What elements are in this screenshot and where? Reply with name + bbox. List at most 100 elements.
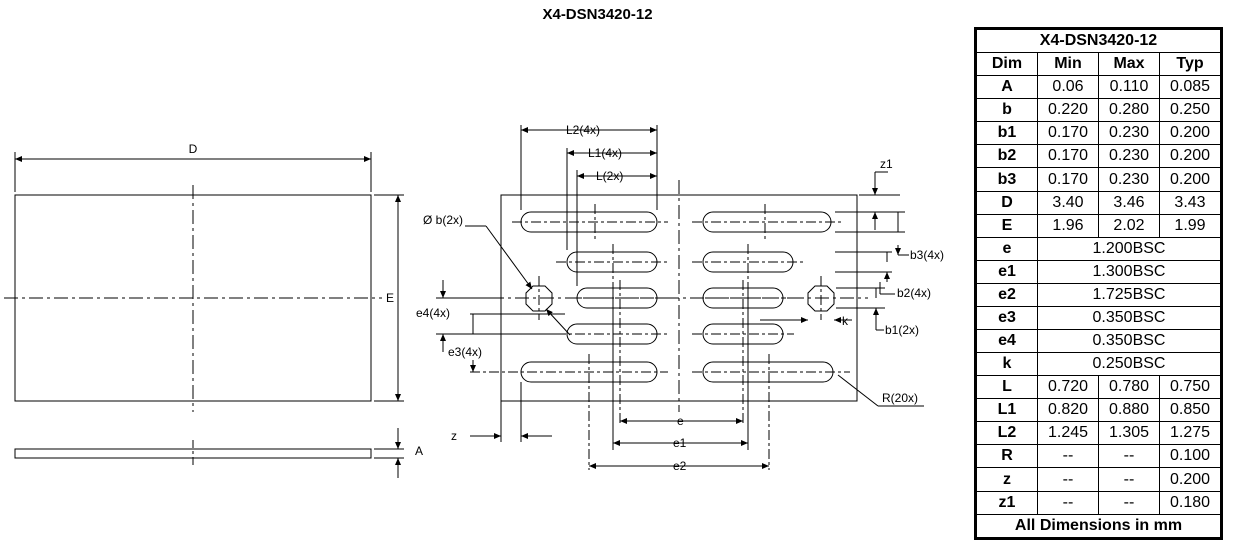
row-dim-cell: b	[976, 98, 1038, 123]
table-footer-row: All Dimensions in mm	[976, 513, 1221, 539]
side-view	[14, 428, 404, 478]
row-typ-cell: 0.750	[1159, 375, 1221, 400]
header-typ: Typ	[1159, 52, 1221, 77]
row-bsc-value-cell: 0.350BSC	[1037, 305, 1221, 331]
row-dim-cell: D	[976, 190, 1038, 215]
dim-k-label: k	[842, 314, 849, 328]
row-typ-cell: 0.085	[1159, 75, 1221, 100]
row-max-cell: 0.230	[1098, 121, 1160, 146]
table-title: X4-DSN3420-12	[976, 28, 1221, 54]
header-max: Max	[1098, 52, 1160, 77]
row-dim-cell: R	[976, 444, 1038, 469]
row-dim-cell: b1	[976, 121, 1038, 146]
row-bsc-value-cell: 0.350BSC	[1037, 329, 1221, 354]
dim-z-label: z	[451, 429, 457, 443]
row-dim-cell: b2	[976, 144, 1038, 169]
row-min-cell: 0.170	[1037, 144, 1099, 169]
dim-b2-label: b2(4x)	[897, 286, 931, 300]
dim-z1-label: z1	[880, 157, 893, 171]
row-bsc-value-cell: 0.250BSC	[1037, 352, 1221, 377]
row-typ-cell: 0.200	[1159, 167, 1221, 192]
row-max-cell: 0.880	[1098, 398, 1160, 423]
header-dim: Dim	[976, 52, 1038, 77]
dim-e4-label: e4(4x)	[416, 306, 450, 320]
round-pad-right	[807, 285, 835, 312]
row-min-cell: 0.720	[1037, 375, 1099, 400]
row-max-cell: 0.780	[1098, 375, 1160, 400]
header-min: Min	[1037, 52, 1099, 77]
row-max-cell: 0.230	[1098, 167, 1160, 192]
row-min-cell: --	[1037, 490, 1099, 515]
row-bsc-value-cell: 1.725BSC	[1037, 282, 1221, 307]
row-bsc-value-cell: 1.300BSC	[1037, 259, 1221, 284]
dim-b1-label: b1(2x)	[885, 323, 919, 337]
dim-diam-b-label: Ø b(2x)	[423, 213, 463, 227]
row-max-cell: 0.280	[1098, 98, 1160, 123]
row-dim-cell: L	[976, 375, 1038, 400]
dim-a-label: A	[415, 444, 423, 458]
row-max-cell: --	[1098, 467, 1160, 492]
row-max-cell: 1.305	[1098, 421, 1160, 446]
row-dim-cell: e3	[976, 305, 1038, 331]
row-typ-cell: 0.200	[1159, 121, 1221, 146]
dim-l-label: L(2x)	[596, 169, 623, 183]
row-min-cell: 0.170	[1037, 121, 1099, 146]
drawing-title: X4-DSN3420-12	[542, 6, 653, 23]
row-min-cell: 0.170	[1037, 167, 1099, 192]
row-typ-cell: 1.99	[1159, 213, 1221, 238]
dim-e2-label: e2	[673, 459, 687, 473]
dim-b3-label: b3(4x)	[910, 248, 944, 262]
dim-l2-label: L2(4x)	[566, 123, 600, 137]
row-max-cell: 3.46	[1098, 190, 1160, 215]
row-max-cell: --	[1098, 490, 1160, 515]
row-dim-cell: e4	[976, 329, 1038, 354]
row-min-cell: --	[1037, 444, 1099, 469]
top-view	[4, 152, 404, 412]
row-min-cell: 1.96	[1037, 213, 1099, 238]
dim-e1-label: e1	[673, 436, 687, 450]
table-footer: All Dimensions in mm	[976, 513, 1221, 539]
row-min-cell: --	[1037, 467, 1099, 492]
row-dim-cell: k	[976, 352, 1038, 377]
row-dim-cell: e1	[976, 259, 1038, 284]
round-pad-left	[525, 285, 553, 312]
row-typ-cell: 0.250	[1159, 98, 1221, 123]
row-typ-cell: 0.180	[1159, 490, 1221, 515]
row-max-cell: 0.230	[1098, 144, 1160, 169]
row-min-cell: 0.820	[1037, 398, 1099, 423]
row-dim-cell: L2	[976, 421, 1038, 446]
row-bsc-value-cell: 1.200BSC	[1037, 236, 1221, 261]
row-max-cell: 2.02	[1098, 213, 1160, 238]
row-dim-cell: e	[976, 236, 1038, 261]
row-typ-cell: 0.200	[1159, 467, 1221, 492]
row-dim-cell: z1	[976, 490, 1038, 515]
row-typ-cell: 0.850	[1159, 398, 1221, 423]
row-min-cell: 3.40	[1037, 190, 1099, 215]
row-dim-cell: E	[976, 213, 1038, 238]
table-row: R----0.100	[976, 444, 1221, 469]
dim-l1-label: L1(4x)	[588, 146, 622, 160]
dim-d-label: D	[189, 142, 198, 156]
row-dim-cell: e2	[976, 282, 1038, 307]
dim-r-label: R(20x)	[882, 391, 918, 405]
dim-e3-label: e3(4x)	[448, 345, 482, 359]
row-max-cell: 0.110	[1098, 75, 1160, 100]
row-typ-cell: 3.43	[1159, 190, 1221, 215]
row-dim-cell: A	[976, 75, 1038, 100]
row-min-cell: 0.06	[1037, 75, 1099, 100]
row-min-cell: 0.220	[1037, 98, 1099, 123]
